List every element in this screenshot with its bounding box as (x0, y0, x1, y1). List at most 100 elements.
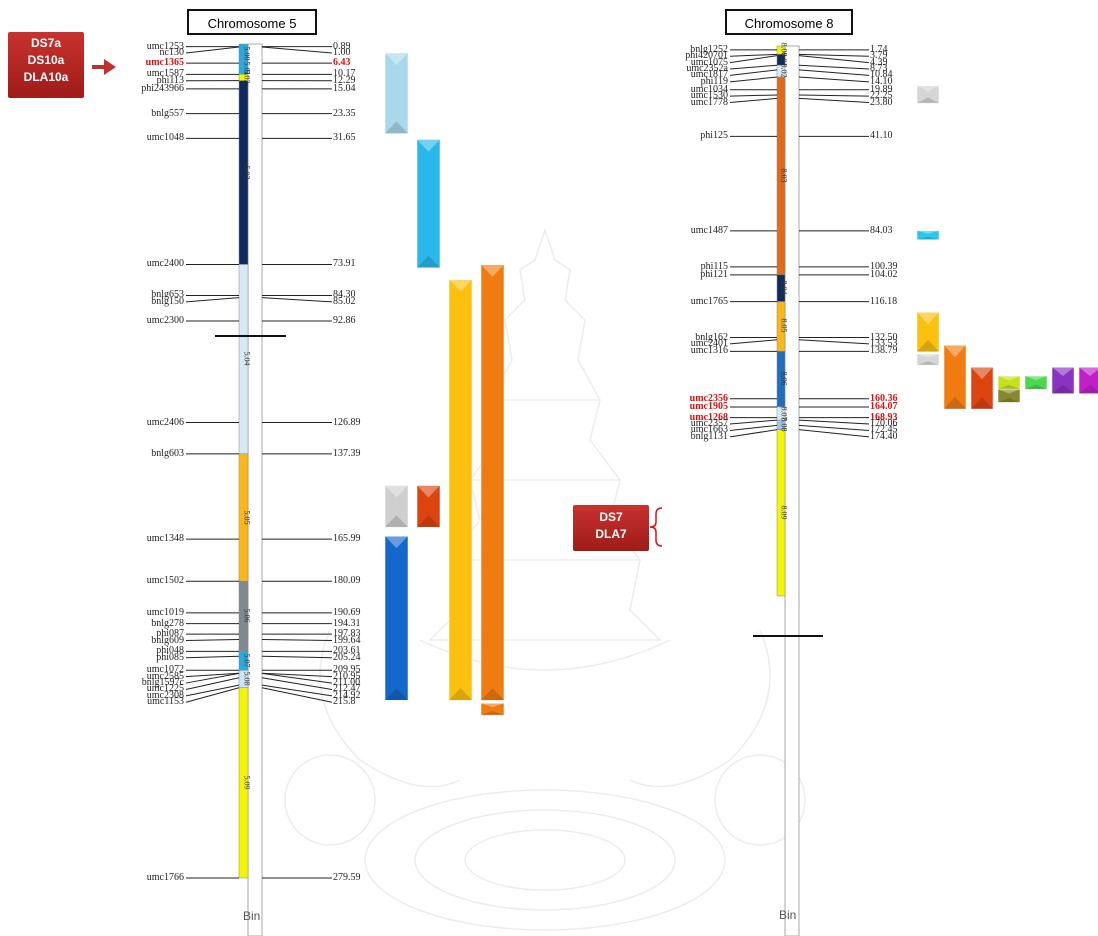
chromosome8-marker-position: 116.18 (870, 297, 897, 307)
chromosome5-marker-line-left (186, 688, 239, 703)
chromosome8-marker-line-right (799, 98, 869, 102)
chromosome5-marker-line-left (186, 47, 239, 53)
chromosome8-marker-line-left (730, 340, 777, 344)
chromosome5-bin-name: 5.05 (243, 510, 252, 524)
chromosome8-marker-line-left (730, 77, 777, 82)
chromosome8-marker-line-right (799, 425, 869, 430)
chromosome8-marker-line-left (730, 54, 777, 56)
chromosome5-marker-name: bnlg557 (116, 109, 184, 119)
chromosome5-marker-position: 165.99 (333, 534, 361, 544)
chromosome5-marker-position: 15.04 (333, 84, 356, 94)
chromosome8-marker-line-left (730, 95, 777, 96)
chromosome5-marker-position: 126.89 (333, 418, 361, 428)
chromosome5-marker-position: 190.69 (333, 608, 361, 618)
chromosome5-marker-name: umc1502 (116, 576, 184, 586)
chromosome5-marker-position: 215.8 (333, 697, 356, 707)
chromosome5-marker-line-left (186, 298, 239, 302)
chromosome8-marker-position: 104.02 (870, 270, 898, 280)
chromosome5-marker-name: umc2300 (116, 316, 184, 326)
bracket-icon (650, 508, 662, 546)
bin-label-chr5: Bin (243, 909, 260, 923)
chromosome5-marker-position: 199.64 (333, 636, 361, 646)
badge-line: DS7 (573, 509, 649, 526)
chromosome8-marker-name: phi125 (660, 131, 728, 141)
badge-line: DS10a (8, 52, 84, 69)
chromosome5-marker-name: phi085 (116, 653, 184, 663)
chromosome8-marker-position: 164.07 (870, 402, 898, 412)
chromosome8-marker-name: umc1316 (660, 346, 728, 356)
chromosome5-qtl-bar (449, 280, 472, 701)
chromosome5-marker-line-left (186, 678, 239, 690)
chromosome8-bin-name: 8.04 (780, 281, 789, 295)
chromosome8-marker-position: 138.79 (870, 346, 898, 356)
chromosome5-marker-name: umc1365 (116, 58, 184, 68)
chromosome5-qtl-bar (385, 53, 408, 134)
chromosome5-marker-name: bnlg150 (116, 297, 184, 307)
badge-line: DS7a (8, 35, 84, 52)
chromosome8-marker-position: 174.40 (870, 432, 898, 442)
chromosome8-marker-name: umc1487 (660, 226, 728, 236)
chromosome8-marker-line-right (799, 420, 869, 424)
chromosome5-bin-name: 5.04 (243, 352, 252, 366)
chromosome8-bin-name: 8.08 (780, 417, 789, 431)
chromosome8-marker-name: bnlg1131 (660, 432, 728, 442)
chromosome8-marker-position: 41.10 (870, 131, 893, 141)
chromosome-8-title: Chromosome 8 (725, 9, 853, 35)
chromosome5-bin-name: 5.07 (243, 653, 252, 667)
chromosome8-marker-line-right (799, 77, 869, 82)
chromosome5-marker-line-right (262, 678, 332, 690)
chromosome8-marker-line-left (730, 425, 777, 430)
chromosome5-marker-name: bnlg278 (116, 619, 184, 629)
chromosome8-marker-name: umc1778 (660, 98, 728, 108)
chromosome5-marker-position: 85.02 (333, 297, 356, 307)
chromosome5-marker-name: umc1766 (116, 873, 184, 883)
chromosome5-marker-position: 180.09 (333, 576, 361, 586)
chromosome5-marker-position: 205.24 (333, 653, 361, 663)
chromosome5-bin-name: 5.08 (243, 671, 252, 685)
chromosome5-marker-line-right (262, 688, 332, 703)
chromosome5-marker-name: phi243966 (116, 84, 184, 94)
chromosome5-bin-name: 5.02 (243, 70, 252, 84)
chromosome5-marker-line-left (186, 685, 239, 696)
qtl-badge-chr5: DS7a DS10a DLA10a (8, 32, 84, 98)
chromosome8-marker-position: 23.80 (870, 98, 893, 108)
chromosome5-marker-name: bnlg609 (116, 636, 184, 646)
chromosome5-bin-name: 5.03 (243, 165, 252, 179)
chromosome5-marker-position: 31.65 (333, 133, 356, 143)
chromosome8-bin-name: 8.06 (780, 372, 789, 386)
chromosome5-marker-line-right (262, 298, 332, 302)
qtl-badge-chr8: DS7 DLA7 (573, 505, 649, 551)
chromosome5-marker-name: umc1153 (116, 697, 184, 707)
chromosome5-marker-line-right (262, 47, 332, 53)
chromosome8-marker-line-left (730, 98, 777, 102)
chromosome5-marker-name: umc1348 (116, 534, 184, 544)
chromosome5-marker-name: umc1048 (116, 133, 184, 143)
chromosome8-bin-name: 8.05 (780, 319, 789, 333)
chromosome5-marker-position: 194.31 (333, 619, 361, 629)
badge-line: DLA10a (8, 69, 84, 86)
chromosome8-marker-line-left (730, 56, 777, 63)
chromosome5-marker-line-left (186, 640, 239, 641)
chromosome5-qtl-bar (417, 139, 440, 267)
chromosome-5-title: Chromosome 5 (187, 9, 317, 35)
pointer-arrow-icon (92, 59, 116, 75)
chromosome8-bin-name: 8.03 (780, 168, 789, 182)
chromosome8-marker-line-right (799, 430, 869, 437)
chromosome8-marker-line-right (799, 56, 869, 63)
chromosome8-marker-name: phi121 (660, 270, 728, 280)
chromosome8-marker-line-right (799, 95, 869, 96)
chromosome8-marker-line-left (730, 70, 777, 76)
chromosome5-marker-name: umc2400 (116, 259, 184, 269)
chromosome8-marker-name: umc1905 (660, 402, 728, 412)
chromosome5-marker-line-right (262, 640, 332, 641)
chromosome5-marker-position: 92.86 (333, 316, 356, 326)
chromosome5-qtl-bar (385, 536, 408, 700)
chromosome5-marker-line-right (262, 685, 332, 696)
chromosome5-marker-line-left (186, 656, 239, 658)
chromosome8-marker-position: 84.03 (870, 226, 893, 236)
chromosome5-bin-name: 5.00 (243, 46, 252, 60)
chromosome8-bin-name: 8.09 (780, 505, 789, 519)
chromosome5-marker-position: 279.59 (333, 873, 361, 883)
bin-label-chr8: Bin (779, 908, 796, 922)
